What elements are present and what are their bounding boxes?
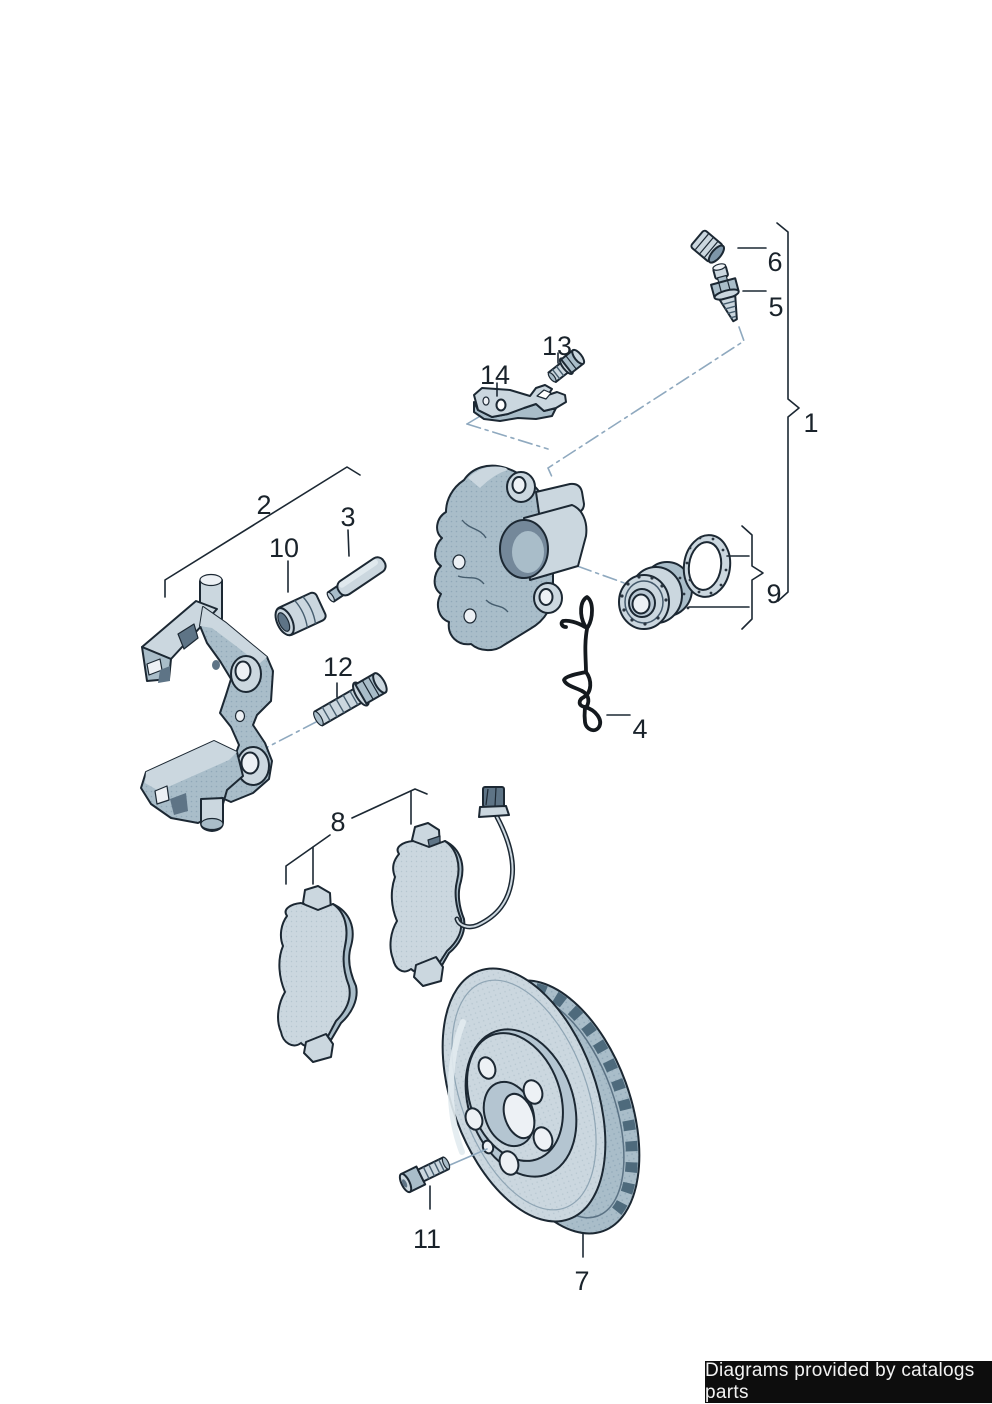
brake-disc	[441, 967, 641, 1235]
brake-pads	[277, 786, 516, 1063]
bolt-12	[313, 672, 388, 727]
callout-leaders	[164, 222, 800, 1258]
sensor-connector	[478, 786, 510, 818]
callout-5: 5	[768, 292, 783, 322]
callout-13: 13	[542, 331, 572, 361]
retaining-bracket	[473, 384, 567, 422]
bracket-9	[741, 525, 764, 630]
callout-7: 7	[574, 1266, 589, 1296]
outer-brake-pad	[277, 885, 358, 1063]
watermark-bar: Diagrams provided by catalogs parts	[705, 1360, 992, 1403]
guide-bushing	[274, 591, 327, 637]
callout-2: 2	[256, 490, 271, 520]
callout-10: 10	[269, 533, 299, 563]
callout-9: 9	[766, 579, 781, 609]
retaining-spring	[559, 595, 602, 733]
inner-brake-pad-with-sensor	[389, 786, 516, 987]
gasket-ring	[682, 534, 732, 598]
bleeder-cap	[690, 229, 726, 264]
callout-labels: 1 2 3 4 5 6 7 8 9 10 11 12 13 14	[256, 247, 818, 1296]
wheel-hub-bearing	[618, 561, 693, 630]
caliper-carrier	[140, 573, 274, 832]
bleeder-valve	[710, 263, 740, 323]
wheel-bearing-housing	[433, 464, 588, 652]
bracket-1	[776, 222, 800, 602]
bracket-8-right	[351, 788, 428, 819]
callout-12: 12	[323, 652, 353, 682]
hub-flange-rivets	[620, 575, 690, 626]
leader-2	[164, 466, 361, 598]
bracket-8-left	[285, 834, 331, 885]
callout-6: 6	[767, 247, 782, 277]
bolt-13	[547, 348, 586, 383]
callout-4: 4	[632, 714, 647, 744]
callout-3: 3	[340, 502, 355, 532]
callout-8: 8	[330, 807, 345, 837]
lug-holes	[464, 1056, 554, 1176]
bolt-11	[398, 1148, 488, 1194]
callout-1: 1	[803, 408, 818, 438]
callout-14: 14	[480, 360, 510, 390]
gasket-bolt-dots	[685, 536, 728, 595]
callout-11: 11	[413, 1224, 441, 1254]
guide-pin	[326, 556, 387, 603]
watermark-text: Diagrams provided by catalogs parts	[705, 1360, 975, 1403]
